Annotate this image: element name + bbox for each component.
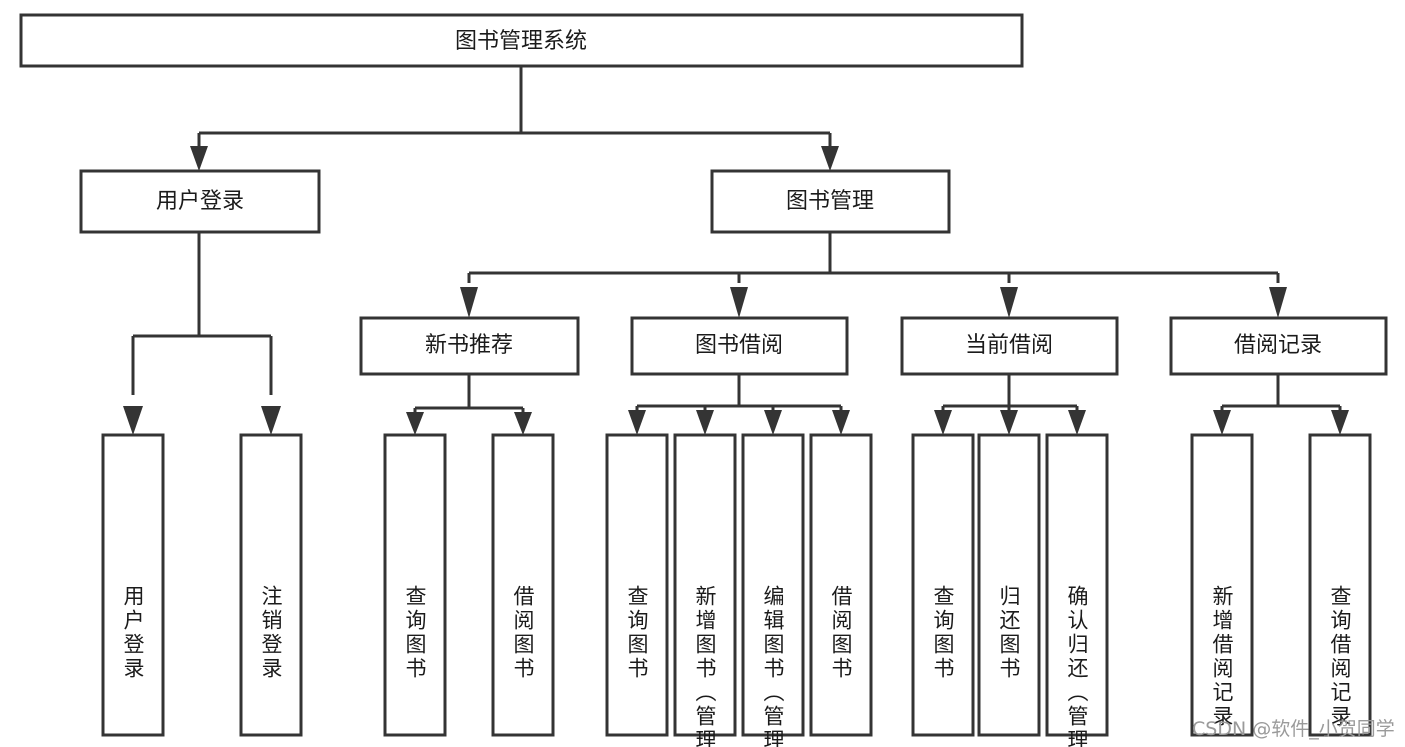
- leaf-user-login-logout[interactable]: 注销登录: [239, 433, 303, 737]
- node-book-borrow-box: [630, 316, 849, 376]
- leaf-user-login-login-label: 用户登录: [121, 585, 145, 681]
- leaf-current-borrow-query-box: [911, 433, 975, 737]
- leaf-current-borrow-confirm-box: [1045, 433, 1109, 737]
- connector-current-borrow-trunk: [941, 374, 1079, 412]
- connector-new-book-trunk: [413, 374, 525, 414]
- arrow-user-login-to-leaf-2: [261, 406, 281, 435]
- leaf-user-login-logout-label: 注销登录: [259, 585, 283, 681]
- leaf-user-login-logout-box: [239, 433, 303, 737]
- arrow-root-to-user-login: [190, 146, 208, 171]
- leaf-new-book-borrow-box: [491, 433, 555, 737]
- node-root-box: [19, 13, 1024, 68]
- node-book-borrow-label: 图书借阅: [695, 333, 783, 358]
- node-current-borrow[interactable]: 当前借阅: [900, 316, 1119, 376]
- leaf-borrow-record-add[interactable]: 新增借阅记录: [1190, 433, 1254, 737]
- arrow-borrow-record-to-leaf-2: [1331, 410, 1349, 435]
- arrow-current-borrow-to-leaf-1: [934, 410, 952, 435]
- leaf-borrow-record-query-box: [1308, 433, 1372, 737]
- node-book-manage[interactable]: 图书管理: [710, 169, 951, 234]
- leaf-book-borrow-edit[interactable]: 编辑图书（管理员）: [741, 433, 805, 747]
- node-book-borrow[interactable]: 图书借阅: [630, 316, 849, 376]
- node-user-login-box: [79, 169, 321, 234]
- connector-root-trunk: [197, 66, 832, 150]
- arrow-current-borrow-to-leaf-2: [1000, 410, 1018, 435]
- arrow-book-manage-to-new-book: [460, 287, 478, 318]
- arrow-new-book-to-leaf-1: [406, 412, 424, 435]
- node-root-label: 图书管理系统: [455, 29, 587, 54]
- leaf-book-borrow-query-box: [605, 433, 669, 737]
- node-current-borrow-label: 当前借阅: [965, 333, 1053, 358]
- leaf-new-book-query-label: 查询图书: [403, 585, 427, 681]
- leaf-book-borrow-add[interactable]: 新增图书（管理员）: [673, 433, 737, 747]
- node-current-borrow-box: [900, 316, 1119, 376]
- arrow-new-book-to-leaf-2: [514, 412, 532, 435]
- leaf-book-borrow-query-label: 查询图书: [625, 585, 649, 681]
- leaf-current-borrow-return-box: [977, 433, 1041, 737]
- connector-user-login-trunk: [131, 232, 273, 395]
- node-borrow-record-label: 借阅记录: [1234, 333, 1322, 358]
- connector-borrow-record-trunk: [1220, 374, 1342, 412]
- leaf-book-borrow-edit-label: 编辑图书（管理员）: [761, 585, 785, 747]
- node-new-book-recommend[interactable]: 新书推荐: [359, 316, 580, 376]
- node-new-book-recommend-label: 新书推荐: [425, 333, 513, 358]
- leaf-borrow-record-add-label: 新增借阅记录: [1210, 585, 1234, 729]
- leaf-current-borrow-confirm-label: 确认归还（管理员）: [1065, 585, 1089, 747]
- leaf-new-book-borrow-label: 借阅图书: [511, 585, 535, 681]
- arrow-book-manage-to-book-borrow: [730, 287, 748, 318]
- leaf-book-borrow-borrow[interactable]: 借阅图书: [809, 433, 873, 737]
- leaf-book-borrow-add-label: 新增图书（管理员）: [693, 585, 717, 747]
- arrow-book-borrow-to-leaf-2: [696, 410, 714, 435]
- leaf-book-borrow-edit-box: [741, 433, 805, 737]
- connector-layer: [123, 66, 1349, 435]
- leaf-borrow-record-query[interactable]: 查询借阅记录: [1308, 433, 1372, 737]
- node-borrow-record[interactable]: 借阅记录: [1169, 316, 1388, 376]
- leaf-current-borrow-return-label: 归还图书: [997, 585, 1021, 681]
- leaf-user-login-login[interactable]: 用户登录: [101, 433, 165, 737]
- leaf-new-book-query-box: [383, 433, 447, 737]
- node-book-manage-box: [710, 169, 951, 234]
- leaf-current-borrow-return[interactable]: 归还图书: [977, 433, 1041, 737]
- leaf-current-borrow-query-label: 查询图书: [931, 585, 955, 681]
- arrow-current-borrow-to-leaf-3: [1068, 410, 1086, 435]
- arrow-book-manage-to-borrow-record: [1269, 287, 1287, 318]
- leaf-borrow-record-add-box: [1190, 433, 1254, 737]
- csdn-watermark: CSDN @软件_小贺同学: [1192, 718, 1395, 740]
- leaf-book-borrow-add-box: [673, 433, 737, 737]
- node-user-login[interactable]: 用户登录: [79, 169, 321, 234]
- node-book-manage-label: 图书管理: [786, 189, 874, 214]
- arrow-user-login-to-leaf-1: [123, 406, 143, 435]
- connector-book-borrow-trunk: [635, 374, 843, 412]
- node-borrow-record-box: [1169, 316, 1388, 376]
- leaf-new-book-query[interactable]: 查询图书: [383, 433, 447, 737]
- arrow-book-manage-to-current-borrow: [1000, 287, 1018, 318]
- leaf-current-borrow-query[interactable]: 查询图书: [911, 433, 975, 737]
- leaf-current-borrow-confirm[interactable]: 确认归还（管理员）: [1045, 433, 1109, 747]
- connector-book-manage-trunk: [467, 232, 1280, 283]
- arrow-borrow-record-to-leaf-1: [1213, 410, 1231, 435]
- arrow-book-borrow-to-leaf-1: [628, 410, 646, 435]
- leaf-book-borrow-borrow-box: [809, 433, 873, 737]
- node-new-book-recommend-box: [359, 316, 580, 376]
- leaf-user-login-login-box: [101, 433, 165, 737]
- arrow-book-borrow-to-leaf-4: [832, 410, 850, 435]
- node-root-system[interactable]: 图书管理系统: [19, 13, 1024, 68]
- arrow-book-borrow-to-leaf-3: [764, 410, 782, 435]
- leaf-new-book-borrow[interactable]: 借阅图书: [491, 433, 555, 737]
- leaf-book-borrow-query[interactable]: 查询图书: [605, 433, 669, 737]
- leaf-book-borrow-borrow-label: 借阅图书: [829, 585, 853, 681]
- arrow-root-to-book-manage: [821, 146, 839, 171]
- node-user-login-label: 用户登录: [156, 189, 244, 214]
- leaf-borrow-record-query-label: 查询借阅记录: [1328, 585, 1352, 729]
